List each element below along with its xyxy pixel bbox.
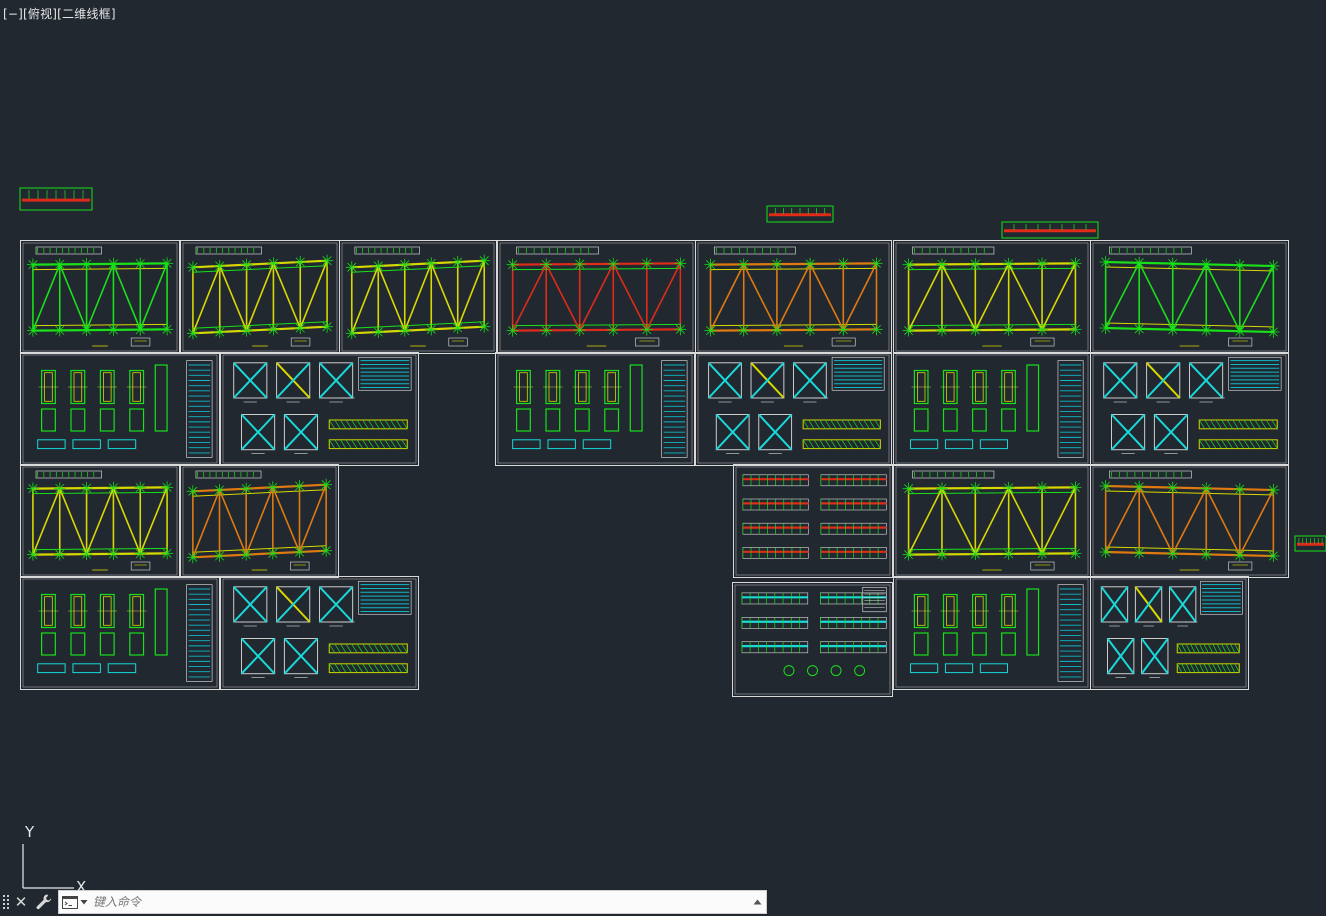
drawing-sheet[interactable] — [180, 240, 340, 354]
drawing-sheet[interactable] — [220, 576, 419, 690]
viewport-label[interactable]: [−][俯视][二维线框] — [3, 7, 116, 21]
drawing-sheet[interactable] — [20, 352, 220, 466]
drawing-sheet[interactable] — [220, 352, 419, 466]
command-prompt-icon[interactable] — [62, 896, 78, 909]
drawing-sheet[interactable] — [893, 352, 1091, 466]
drawing-sheet[interactable] — [495, 352, 695, 466]
drawing-sheet[interactable] — [1090, 352, 1289, 466]
drawing-sheet[interactable] — [893, 240, 1091, 354]
drawing-sheet[interactable] — [339, 240, 497, 354]
drawing-sheet[interactable] — [1090, 240, 1289, 354]
drawing-sheet[interactable] — [732, 582, 893, 697]
chevron-down-icon[interactable] — [80, 898, 88, 906]
drawing-sheet[interactable] — [1090, 576, 1249, 690]
drawing-sheet[interactable] — [695, 352, 892, 466]
drawing-sheet[interactable] — [893, 576, 1091, 690]
drawing-sheet[interactable] — [733, 464, 893, 578]
drawing-sheet[interactable] — [20, 576, 220, 690]
command-input[interactable] — [93, 893, 733, 911]
drawing-sheet[interactable] — [497, 240, 696, 354]
stray-profile-strip[interactable] — [19, 187, 93, 211]
drawing-sheet[interactable] — [20, 464, 180, 578]
drawing-sheet[interactable] — [1090, 464, 1289, 578]
grip-icon[interactable] — [2, 894, 10, 910]
wrench-icon[interactable] — [34, 892, 54, 912]
ucs-icon: Y X — [22, 823, 86, 892]
drawing-sheet[interactable] — [695, 240, 892, 354]
chevron-up-icon[interactable] — [753, 898, 762, 906]
command-input-box — [58, 890, 767, 914]
ucs-x-label: X — [76, 878, 86, 892]
stray-profile-strip[interactable] — [1294, 535, 1326, 552]
drawing-sheet[interactable] — [893, 464, 1091, 578]
close-icon[interactable]: ✕ — [14, 893, 28, 911]
command-line-bar: ✕ — [0, 888, 768, 916]
stray-profile-strip[interactable] — [1001, 221, 1099, 239]
stray-profile-strip[interactable] — [766, 205, 834, 223]
drawing-sheet[interactable] — [20, 240, 180, 354]
ucs-y-label: Y — [24, 823, 35, 841]
drawing-sheet[interactable] — [180, 464, 339, 578]
